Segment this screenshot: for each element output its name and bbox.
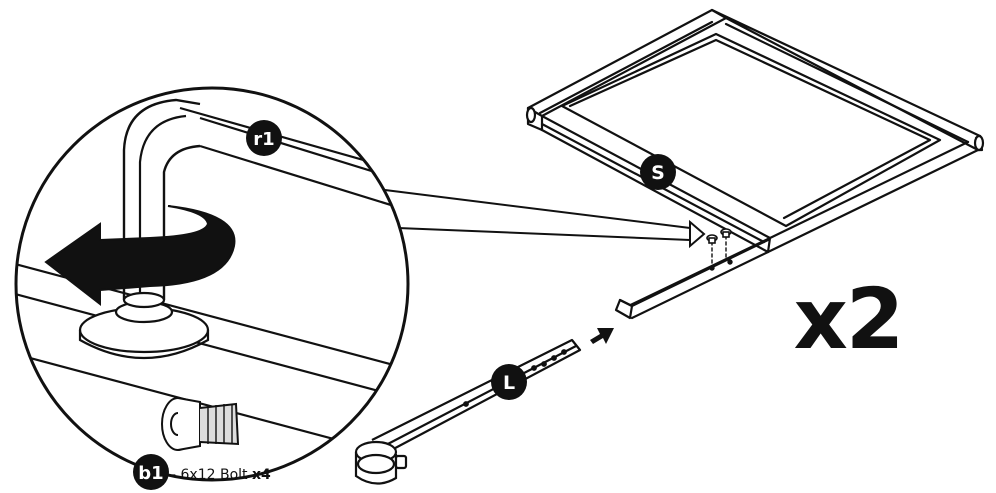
frame-s (525, 8, 985, 320)
bolt-caption: - 6x12 Bolt x4 (171, 467, 271, 483)
bolt-icon (706, 228, 732, 244)
tube-l (371, 338, 582, 455)
badge-l: L (491, 364, 527, 400)
bolt-caption-qty: x4 (252, 467, 271, 483)
bolt-caption-prefix: - 6x12 Bolt (171, 467, 252, 483)
svg-text:L: L (503, 372, 515, 394)
svg-text:r1: r1 (253, 129, 274, 150)
zoom-detail (14, 86, 410, 482)
rotate-arrow-icon (44, 205, 236, 307)
callout-arrow-icon (384, 189, 706, 249)
badge-b1: b1 (133, 454, 169, 490)
leveling-foot-icon (78, 291, 210, 360)
caster-wheel-icon (354, 440, 408, 485)
svg-text:S: S (651, 162, 665, 184)
bolt-icon (161, 397, 240, 451)
svg-text:b1: b1 (138, 463, 163, 484)
multiplier-label: x2 (794, 270, 903, 368)
badge-r1: r1 (246, 120, 282, 156)
badge-s: S (640, 154, 676, 190)
push-arrow-icon (590, 328, 614, 344)
